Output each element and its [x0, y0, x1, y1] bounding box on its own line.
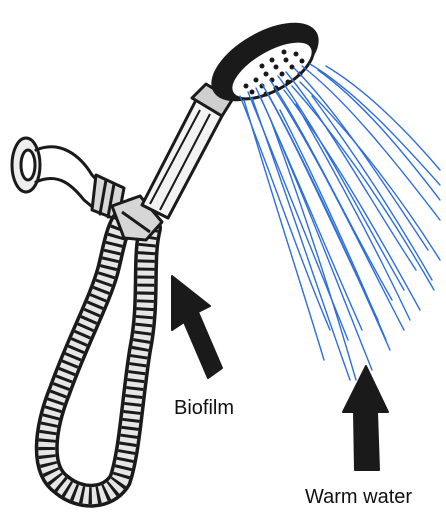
warm-water-label: Warm water	[305, 487, 412, 507]
shower-handle	[112, 84, 232, 240]
wall-mount-icon	[12, 138, 124, 220]
hose-icon	[47, 222, 150, 496]
warm-water-arrow-icon	[343, 366, 388, 470]
biofilm-label: Biofilm	[174, 398, 234, 418]
biofilm-arrow-icon	[172, 276, 222, 378]
water-spray	[240, 64, 440, 380]
